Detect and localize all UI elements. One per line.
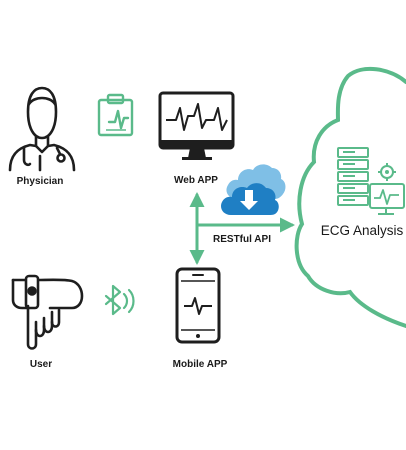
analysis-cloud-outline — [294, 66, 406, 328]
connector-arrows — [189, 192, 295, 265]
restful-api-label: RESTful API — [213, 234, 271, 245]
clipboard-icon — [97, 93, 134, 137]
cloud-download-icon — [221, 164, 286, 215]
monitor-icon — [158, 91, 235, 160]
smartphone-icon — [175, 267, 221, 344]
server-analytics-icon — [337, 147, 405, 215]
user-label: User — [29, 359, 53, 370]
wearable-hand-icon — [11, 274, 84, 350]
mobile-app-label: Mobile APP — [172, 359, 228, 370]
physician-icon — [8, 86, 76, 172]
bluetooth-icon — [104, 284, 135, 316]
ecg-analysis-label: ECG Analysis — [320, 223, 404, 238]
physician-label: Physician — [16, 176, 64, 187]
web-app-label: Web APP — [174, 175, 218, 186]
